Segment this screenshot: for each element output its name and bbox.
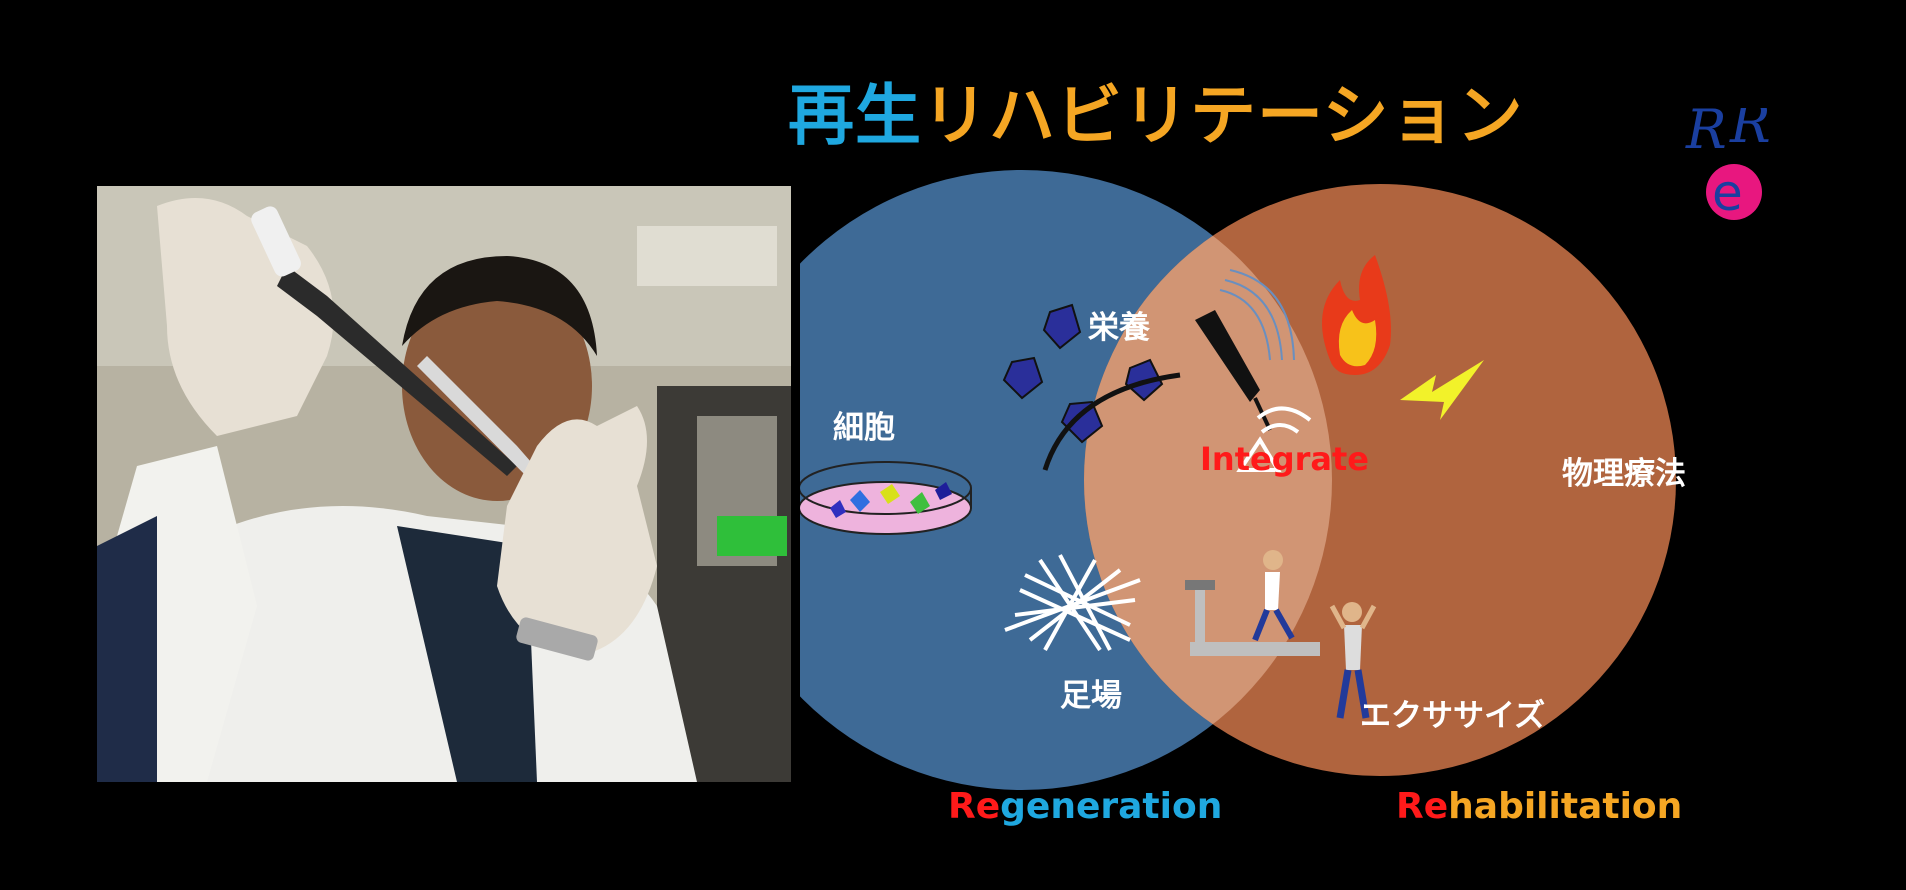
title-part-regeneration: 再生 <box>788 77 922 154</box>
label-integrate: Integrate <box>1200 440 1369 478</box>
scaffold-fiber-icon <box>1004 554 1141 652</box>
regeneration-label: Regeneration <box>948 786 1222 827</box>
venn-diagram <box>800 170 1676 790</box>
exercising-person-icon <box>1329 602 1377 719</box>
rehabilitation-rest: habilitation <box>1448 786 1683 827</box>
wifi-signal-icon <box>1236 406 1312 472</box>
page-title: 再生リハビリテーション <box>788 62 1524 158</box>
nutrient-molecule-icon <box>1002 303 1164 444</box>
petri-dish-icon <box>800 461 972 535</box>
lightning-icon <box>1400 360 1484 420</box>
treadmill-runner-icon <box>1185 550 1320 656</box>
label-physical-therapy: 物理療法 <box>1562 456 1686 492</box>
rre-logo: R R e <box>1685 108 1771 222</box>
ultrasound-probe-icon <box>1195 269 1295 431</box>
title-part-rehabilitation: リハビリテーション <box>922 77 1524 154</box>
svg-text:R: R <box>1729 108 1771 155</box>
label-scaffold: 足場 <box>1060 678 1122 714</box>
rehabilitation-prefix: Re <box>1396 786 1449 827</box>
svg-text:e: e <box>1712 164 1743 222</box>
researcher-photo <box>97 186 791 782</box>
label-exercise: エクササイズ <box>1360 698 1546 734</box>
fire-icon <box>1322 255 1391 375</box>
rehabilitation-label: Rehabilitation <box>1396 786 1682 827</box>
svg-text:R: R <box>1685 108 1727 161</box>
label-nutrition: 栄養 <box>1088 310 1150 346</box>
regeneration-rest: generation <box>1000 786 1223 827</box>
regeneration-prefix: Re <box>948 786 1001 827</box>
label-cells: 細胞 <box>833 410 895 446</box>
